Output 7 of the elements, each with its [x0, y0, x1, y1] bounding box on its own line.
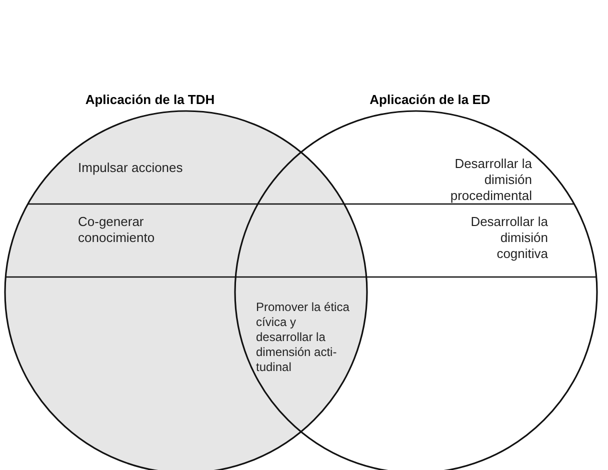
region-label: Promover la ética cívica y desarrollar la dimensión acti-tudinal [256, 300, 350, 375]
region-label: Co-generar conocimiento [78, 214, 156, 246]
region-label: Impulsar acciones [78, 160, 184, 176]
region-label: Desarrollar la dimisión cognitiva [470, 214, 548, 262]
circle-heading: Aplicación de la ED [370, 92, 490, 107]
circle-heading: Aplicación de la TDH [85, 92, 215, 107]
region-label: Desarrollar la dimisión procedimental [449, 156, 532, 204]
